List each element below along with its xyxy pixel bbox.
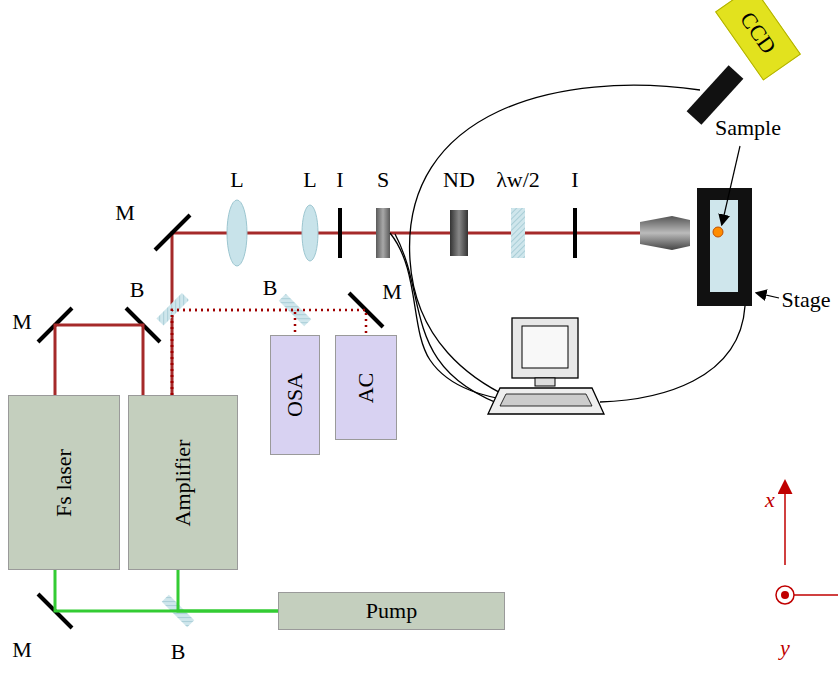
part-label: L xyxy=(303,169,316,191)
part-label: M xyxy=(12,311,32,333)
part-label: B xyxy=(263,277,278,299)
part-label: Stage xyxy=(782,289,831,311)
amplifier-box: Amplifier xyxy=(128,395,238,570)
box-label: Pump xyxy=(366,598,417,624)
part-label: I xyxy=(336,169,343,191)
box-label: OSA xyxy=(282,373,308,417)
part-label: Sample xyxy=(715,117,781,139)
box-label: AC xyxy=(353,372,379,403)
part-label: M xyxy=(12,639,32,661)
part-label: B xyxy=(130,279,145,301)
beam-path xyxy=(55,570,278,611)
part-label: S xyxy=(377,169,389,191)
part-label: M xyxy=(115,202,135,224)
beam-path xyxy=(178,570,278,611)
part-label: L xyxy=(230,169,243,191)
part-label: λw/2 xyxy=(496,169,540,191)
part-label: ND xyxy=(443,169,475,191)
beam-path xyxy=(55,325,143,395)
box-label: CCD xyxy=(734,7,781,59)
analyzer-box: OSA xyxy=(270,335,320,455)
part-label: M xyxy=(382,281,402,303)
pump-box: Pump xyxy=(278,592,505,630)
autocorrelator-box: AC xyxy=(335,335,397,440)
box-label: Amplifier xyxy=(170,439,196,526)
laser-box: Fs laser xyxy=(8,395,120,570)
axis-label: y xyxy=(780,637,790,659)
part-label: B xyxy=(171,641,186,663)
box-label: Fs laser xyxy=(51,449,77,517)
axis-label: x xyxy=(765,489,775,511)
part-label: I xyxy=(571,169,578,191)
